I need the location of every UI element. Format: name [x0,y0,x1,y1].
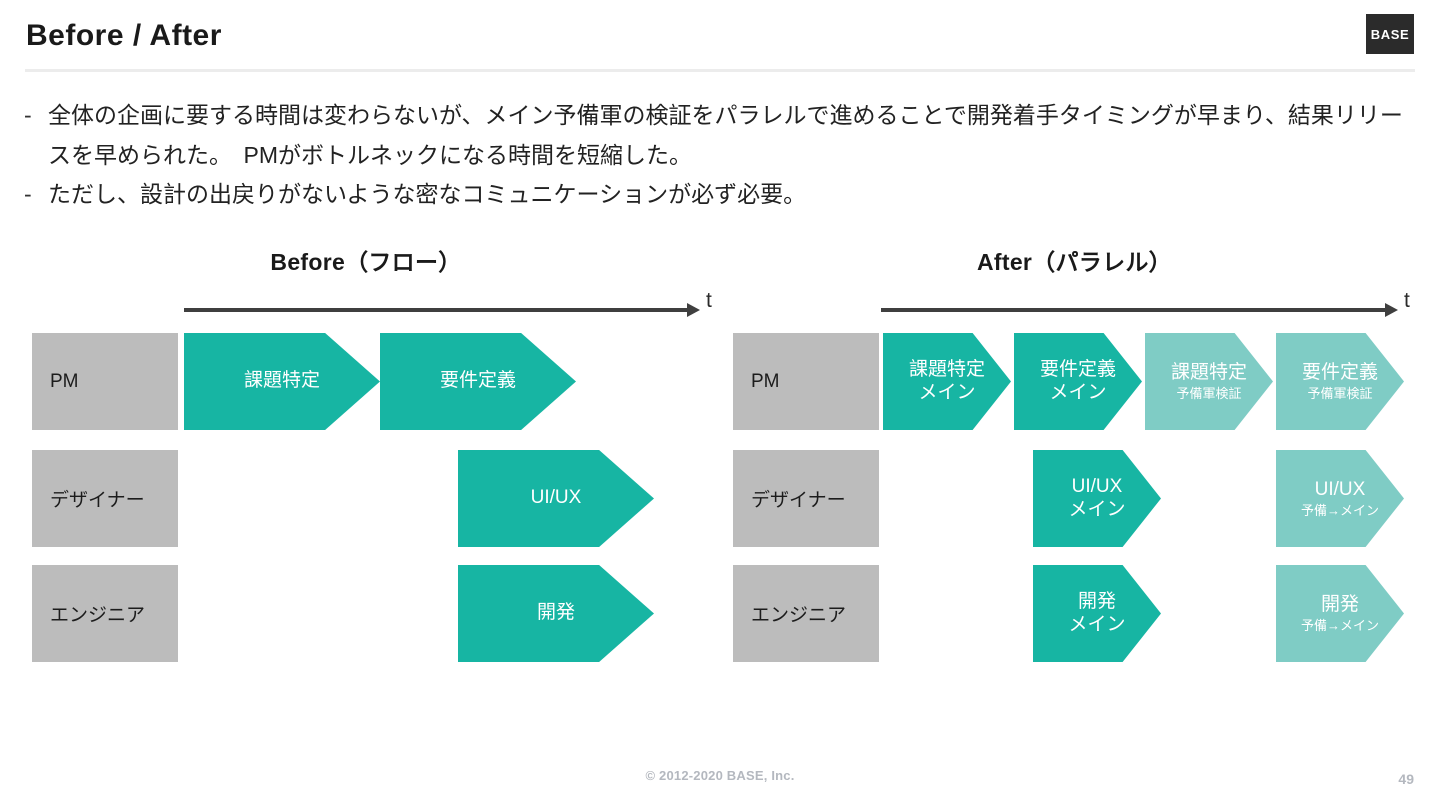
task-sub-label: メイン [918,381,976,403]
before-task-chevron[interactable]: 課題特定 [184,333,380,430]
after-task-chevron[interactable]: 課題特定 メイン [883,333,1011,430]
task-note-label: 予備軍検証 [1307,385,1373,401]
task-main-label: UI/UX [1071,476,1123,498]
role-label: デザイナー [50,490,145,511]
after-task-chevron[interactable]: 開発 メイン [1033,565,1161,662]
after-role-engineer: エンジニア [733,565,879,662]
header-divider [25,69,1415,72]
axis-line [881,308,1385,312]
task-sub-label: メイン [1049,381,1107,403]
role-label: PM [751,370,780,392]
after-panel-title: After（パラレル） [977,249,1172,275]
before-role-engineer: エンジニア [32,565,178,662]
task-note-label: 予備→メイン [1300,617,1379,633]
before-task-chevron[interactable]: 開発 [458,565,654,662]
bullet-text: ただし、設計の出戻りがないような密なコミュニケーションが必ず必要。 [48,181,807,208]
task-main-label: 開発 [536,602,575,624]
task-sub-label: メイン [1068,498,1126,520]
after-task-chevron[interactable]: UI/UX 予備→メイン [1276,450,1404,547]
before-role-pm: PM [32,333,178,430]
after-task-chevron[interactable]: 開発 予備→メイン [1276,565,1404,662]
body-bullets: - 全体の企画に要する時間は変わらないが、メイン予備軍の検証をパラレルで進めるこ… [24,96,1416,215]
before-task-chevron[interactable]: 要件定義 [380,333,576,430]
axis-label-t: t [706,289,712,312]
role-label: エンジニア [751,605,847,626]
bullet-marker: - [24,102,32,128]
task-main-label: 要件定義 [1301,362,1378,384]
before-panel: Before（フロー） t PM デザイナー エンジニア 課題特定 要件定義 U… [32,243,712,663]
after-panel: After（パラレル） t PM デザイナー エンジニア 課題特定 メイン 要件… [733,243,1416,663]
role-label: デザイナー [751,490,846,511]
before-panel-title: Before（フロー） [270,249,462,275]
task-note-label: 予備→メイン [1300,502,1379,518]
task-main-label: 要件定義 [439,370,516,392]
after-task-chevron[interactable]: UI/UX メイン [1033,450,1161,547]
footer-copyright: © 2012-2020 BASE, Inc. [645,768,795,783]
role-label: PM [50,370,79,392]
bullet-item: - 全体の企画に要する時間は変わらないが、メイン予備軍の検証をパラレルで進めるこ… [24,96,1416,175]
logo-text: BASE [1370,26,1410,42]
task-main-label: 要件定義 [1039,359,1116,381]
task-main-label: 開発 [1077,591,1116,613]
after-task-chevron[interactable]: 要件定義 予備軍検証 [1276,333,1404,430]
page-title: Before / After [26,19,222,52]
after-task-chevron[interactable]: 課題特定 予備軍検証 [1145,333,1273,430]
task-sub-label: メイン [1068,613,1126,635]
task-note-label: 予備軍検証 [1176,385,1242,401]
task-main-label: UI/UX [1314,479,1366,501]
after-role-pm: PM [733,333,879,430]
axis-arrowhead-icon [1385,303,1398,317]
bullet-text: 全体の企画に要する時間は変わらないが、メイン予備軍の検証をパラレルで進めることで… [48,102,1403,168]
task-main-label: 開発 [1320,594,1359,616]
axis-label-t: t [1404,289,1410,312]
after-task-chevron[interactable]: 要件定義 メイン [1014,333,1142,430]
axis-arrowhead-icon [687,303,700,317]
before-role-designer: デザイナー [32,450,178,547]
task-main-label: 課題特定 [243,370,320,392]
bullet-item: - ただし、設計の出戻りがないような密なコミュニケーションが必ず必要。 [24,175,1416,215]
page-number: 49 [1398,771,1414,787]
bullet-marker: - [24,181,32,208]
base-logo: BASE [1366,14,1414,54]
after-role-designer: デザイナー [733,450,879,547]
axis-line [184,308,687,312]
role-label: エンジニア [50,605,146,626]
task-main-label: 課題特定 [908,359,985,381]
before-task-chevron[interactable]: UI/UX [458,450,654,547]
task-main-label: 課題特定 [1170,362,1247,384]
task-main-label: UI/UX [530,487,582,509]
